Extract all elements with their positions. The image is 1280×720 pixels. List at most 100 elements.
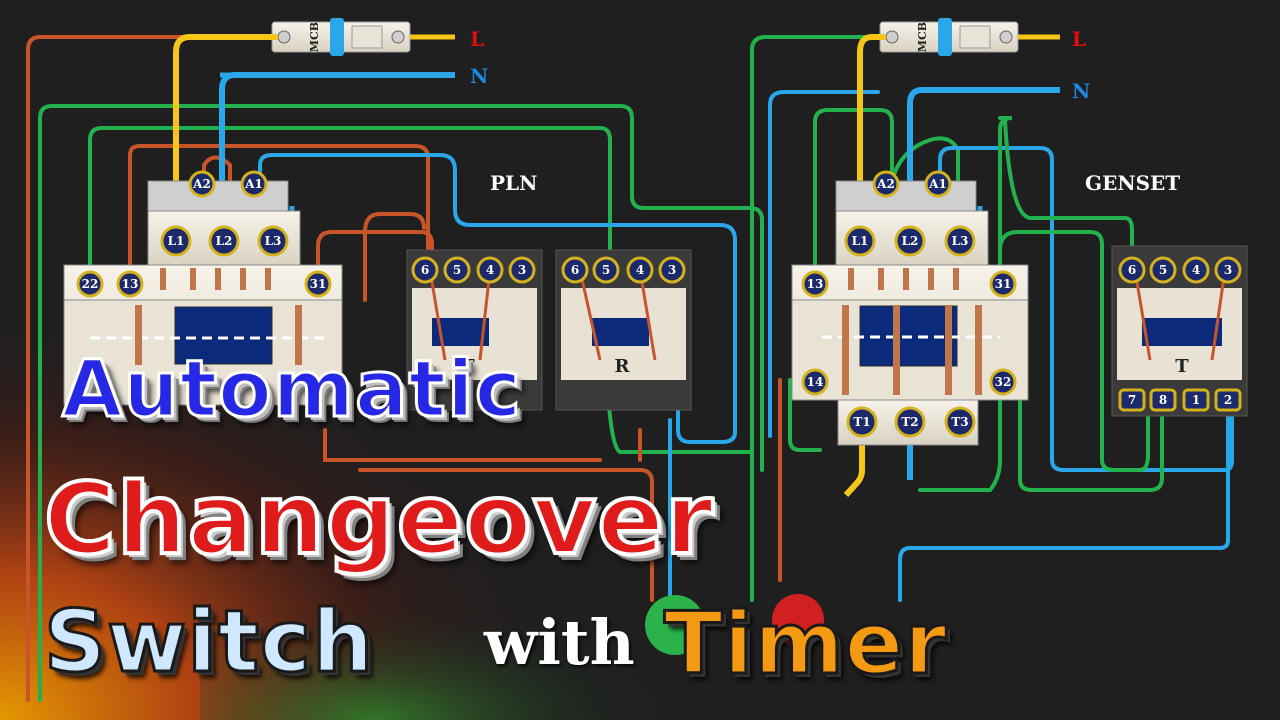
label-L-right: L <box>1072 27 1086 51</box>
terminal-label: 2 <box>1224 393 1232 407</box>
mcb-left: MCB <box>271 18 411 56</box>
wires-right <box>750 35 1234 602</box>
title-line-automatic: Automatic <box>61 344 523 437</box>
live-wire-right <box>857 34 886 235</box>
label-N-left: N <box>470 64 488 88</box>
neutral-wire-right <box>907 87 1060 235</box>
terminal-badge <box>1118 388 1146 412</box>
terminal-label: L3 <box>952 234 969 248</box>
relay-left-1-terminals: 6 5 4 3 <box>411 256 536 284</box>
section-label-genset: GENSET <box>1085 171 1180 195</box>
terminal-label: A2 <box>876 177 895 191</box>
terminal-label: 1 <box>1192 393 1200 407</box>
pilot-lamp-green <box>645 595 705 655</box>
terminal-badge <box>1214 388 1242 412</box>
label-N-right: N <box>1072 79 1090 103</box>
terminal-badge <box>1214 256 1242 284</box>
right-main-terminals: L1 L2 L3 <box>844 225 976 257</box>
terminal-badge <box>1149 256 1177 284</box>
terminal-badge <box>76 270 104 298</box>
terminal-label: 31 <box>995 277 1012 291</box>
wires-left <box>26 35 764 702</box>
mcb-right-label: MCB <box>916 22 929 52</box>
terminal-badge <box>801 368 829 396</box>
terminal-label: T3 <box>951 415 968 429</box>
terminal-label: 13 <box>122 277 139 291</box>
terminal-label: 5 <box>602 263 610 277</box>
terminal-badge <box>304 270 332 298</box>
terminal-label: 5 <box>453 263 461 277</box>
terminal-badge <box>924 170 952 198</box>
terminal-label: 4 <box>486 263 494 277</box>
terminal-label: L3 <box>265 234 282 248</box>
terminal-badge <box>872 170 900 198</box>
terminal-label: 7 <box>1128 393 1136 407</box>
relay-left-2-letter: R <box>615 356 631 377</box>
terminal-badge <box>443 256 471 284</box>
terminal-badge <box>561 256 589 284</box>
terminal-badge <box>240 170 268 198</box>
terminal-badge <box>1182 388 1210 412</box>
title-word-timer: Timer <box>663 593 948 696</box>
terminal-label: 3 <box>668 263 676 277</box>
terminal-badge <box>801 270 829 298</box>
mcb-left-label: MCB <box>308 22 321 52</box>
terminal-label: 4 <box>1192 263 1200 277</box>
contactor-left <box>63 180 343 406</box>
terminal-badge <box>658 256 686 284</box>
terminal-badge <box>1182 256 1210 284</box>
neutral-wire-left <box>219 72 455 235</box>
terminal-badge <box>160 225 192 257</box>
terminal-label: 31 <box>310 277 327 291</box>
terminal-label: A1 <box>244 177 263 191</box>
terminal-label: 32 <box>995 375 1012 389</box>
section-label-pln: PLN <box>490 171 537 195</box>
terminal-badge <box>894 225 926 257</box>
timer-right-bottom-terminals: 7 8 1 2 <box>1118 388 1242 412</box>
terminal-label: 3 <box>1224 263 1232 277</box>
relay-left-1-letter: T <box>461 356 475 377</box>
terminal-badge <box>116 270 144 298</box>
terminal-badge <box>208 225 240 257</box>
terminal-badge <box>592 256 620 284</box>
right-coil-terminals: A2 A1 <box>872 170 952 198</box>
terminal-label: L1 <box>852 234 869 248</box>
terminal-badge <box>846 406 878 438</box>
terminal-label: 13 <box>807 277 824 291</box>
terminal-label: 6 <box>421 263 429 277</box>
terminal-label: A1 <box>928 177 947 191</box>
terminal-badge <box>894 406 926 438</box>
timer-right-top-terminals: 6 5 4 3 <box>1118 256 1242 284</box>
terminal-label: 6 <box>1128 263 1136 277</box>
label-L-left: L <box>470 27 484 51</box>
terminal-badge <box>476 256 504 284</box>
terminal-label: L2 <box>902 234 919 248</box>
terminal-label: T1 <box>853 415 870 429</box>
terminal-label: 22 <box>82 277 99 291</box>
terminal-badge <box>944 406 976 438</box>
terminal-label: T2 <box>901 415 918 429</box>
terminal-label: 6 <box>571 263 579 277</box>
terminal-label: L2 <box>216 234 233 248</box>
terminal-badge <box>257 225 289 257</box>
relay-left-1: T <box>406 249 543 411</box>
title-line-changeover: Changeover <box>42 461 715 579</box>
terminal-badge <box>626 256 654 284</box>
terminal-badge <box>1118 256 1146 284</box>
mcb-right: MCB <box>879 18 1019 56</box>
timer-right-letter: T <box>1175 356 1189 377</box>
terminal-label: 8 <box>1159 393 1167 407</box>
terminal-badge <box>989 270 1017 298</box>
title-word-with: with <box>484 606 635 679</box>
terminal-label: 3 <box>518 263 526 277</box>
terminal-badge <box>411 256 439 284</box>
terminal-badge <box>188 170 216 198</box>
right-aux-top-terminals: 13 31 <box>801 270 1017 298</box>
terminal-badge <box>944 225 976 257</box>
terminal-label: 5 <box>1159 263 1167 277</box>
